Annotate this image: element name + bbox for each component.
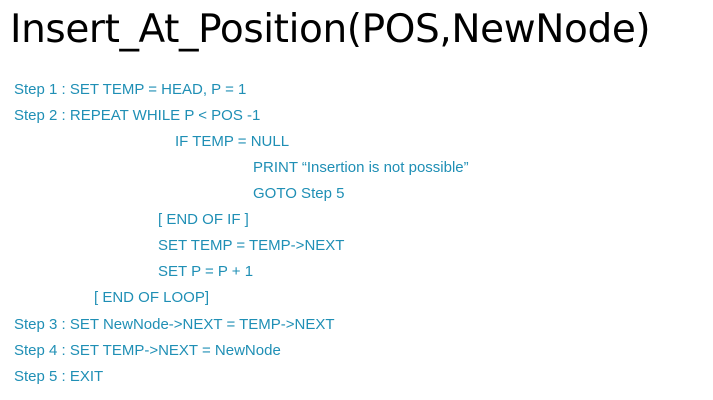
- algorithm-line-step-1: Step 1 : SET TEMP = HEAD, P = 1: [14, 81, 247, 98]
- algorithm-line-step-2: Step 2 : REPEAT WHILE P < POS -1: [14, 107, 261, 124]
- algorithm-line-end-loop: [ END OF LOOP]: [94, 289, 210, 306]
- algorithm-line-if: IF TEMP = NULL: [175, 133, 290, 150]
- algorithm-line-set-temp: SET TEMP = TEMP->NEXT: [158, 237, 345, 254]
- algorithm-line-step-4: Step 4 : SET TEMP->NEXT = NewNode: [14, 342, 281, 359]
- algorithm-line-step-3: Step 3 : SET NewNode->NEXT = TEMP->NEXT: [14, 316, 335, 333]
- algorithm-line-goto: GOTO Step 5: [253, 185, 345, 202]
- slide-title: Insert_At_Position(POS,NewNode): [10, 7, 651, 52]
- algorithm-line-print: PRINT “Insertion is not possible”: [253, 159, 469, 176]
- algorithm-line-end-if: [ END OF IF ]: [158, 211, 249, 228]
- algorithm-line-set-p: SET P = P + 1: [158, 263, 254, 280]
- algorithm-line-step-5: Step 5 : EXIT: [14, 368, 104, 385]
